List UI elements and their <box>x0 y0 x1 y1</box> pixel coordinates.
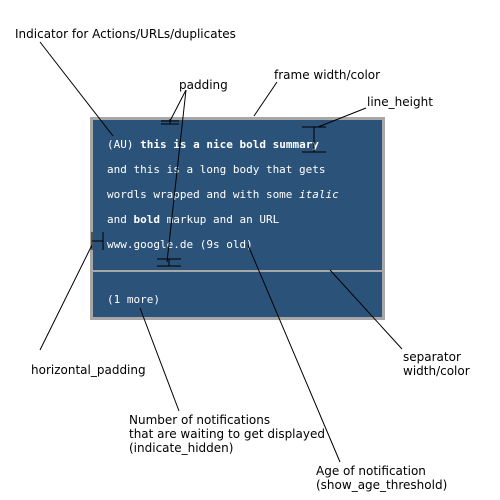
italic-text: italic <box>299 188 339 201</box>
body-text: markup and an URL <box>160 213 280 226</box>
body-text: wordls wrapped and with some <box>107 188 300 201</box>
body-text: and <box>107 213 134 226</box>
line-height-label: line_height <box>367 95 433 109</box>
horizontal-padding-label: horizontal_padding <box>31 363 146 377</box>
notification-body-line-3: and bold markup and an URL <box>107 213 279 226</box>
frame-label: frame width/color <box>274 68 381 82</box>
hidden-count-label-line3: (indicate_hidden) <box>129 441 234 455</box>
age-label: Age of notification (show_age_threshold) <box>316 464 447 492</box>
notification-url-age-line[interactable]: www.google.de (9s old) <box>107 238 253 251</box>
age-label-line1: Age of notification <box>316 464 426 478</box>
separator-label: separator width/color <box>403 350 470 378</box>
padding-label: padding <box>179 78 228 92</box>
hidden-count-label-line2: that are waiting to get displayed <box>129 427 325 441</box>
separator <box>93 270 382 272</box>
notification-body-line-2: wordls wrapped and with some italic <box>107 188 339 201</box>
frame-leader <box>253 81 278 117</box>
bold-text: bold <box>133 213 161 226</box>
notification-summary: this is a nice bold summary <box>140 138 319 151</box>
notification-summary-line: (AU) this is a nice bold summary <box>107 138 319 151</box>
separator-label-line2: width/color <box>403 364 470 378</box>
hidden-count-label: Number of notifications that are waiting… <box>129 413 325 455</box>
horizontal-padding-leader <box>39 244 93 351</box>
age-label-line2: (show_age_threshold) <box>316 478 448 492</box>
separator-label-line1: separator <box>403 350 461 364</box>
actions-indicator: (AU) <box>107 138 141 151</box>
indicator-label: Indicator for Actions/URLs/duplicates <box>15 27 236 41</box>
hidden-count-label-line1: Number of notifications <box>129 413 271 427</box>
notification-body-line-1: and this is a long body that gets <box>107 163 326 176</box>
hidden-count: (1 more) <box>107 293 160 306</box>
hidden-count-leader <box>139 307 180 412</box>
notification-box[interactable]: (AU) this is a nice bold summary and thi… <box>90 117 385 320</box>
